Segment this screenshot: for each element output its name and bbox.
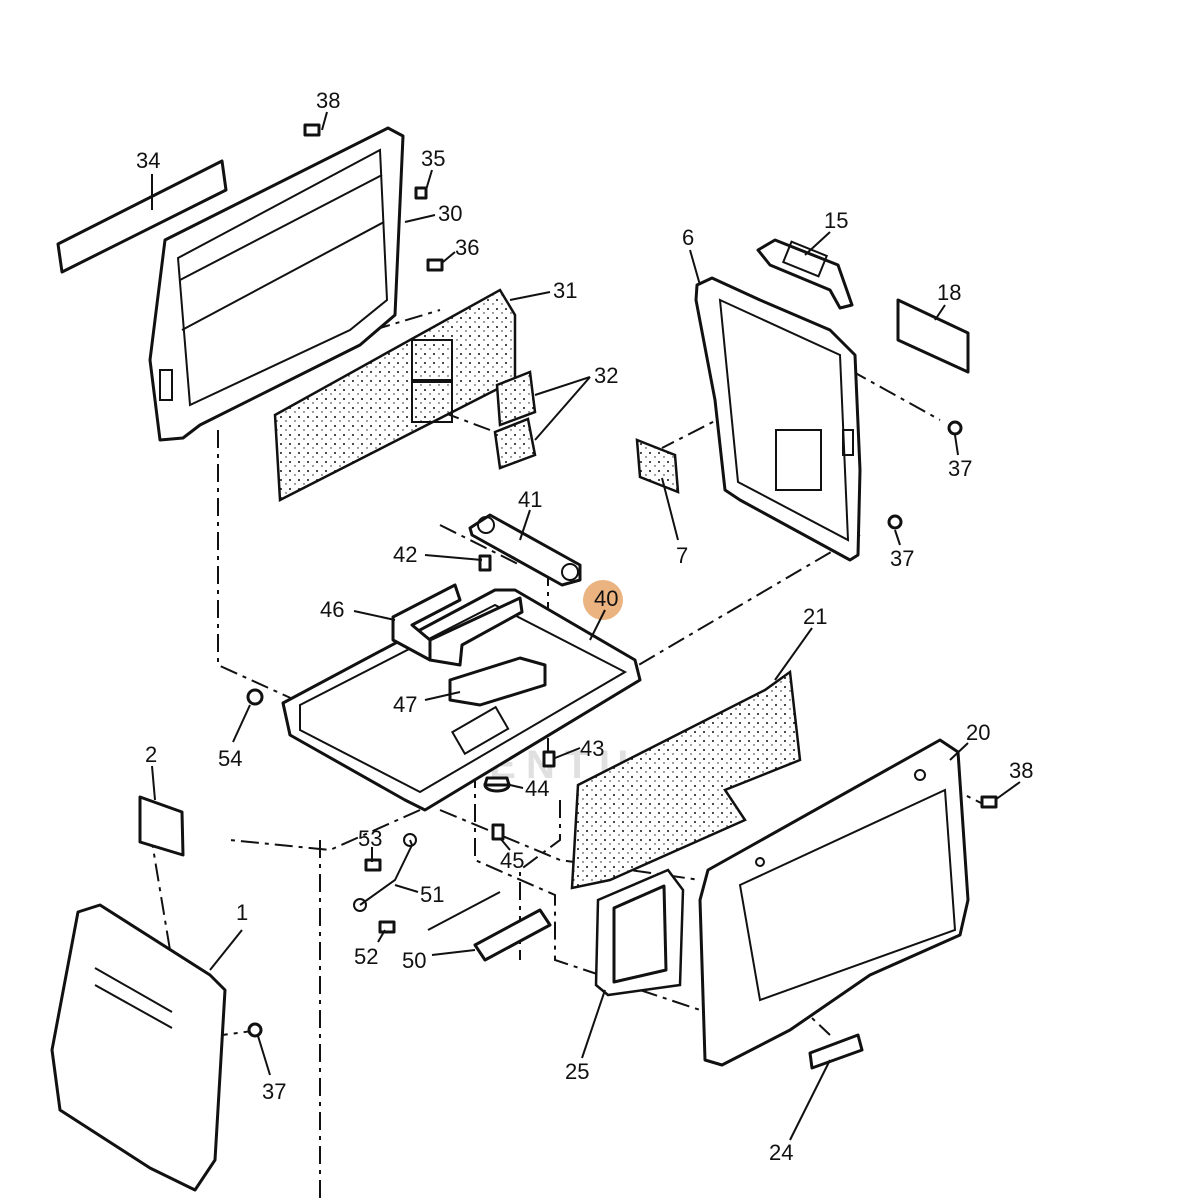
part-1-cover[interactable] xyxy=(50,903,227,1192)
part-31-insulation-panel[interactable] xyxy=(273,288,517,502)
part-37c-bolt[interactable] xyxy=(247,1022,263,1038)
part-51-ground-cable[interactable] xyxy=(353,833,417,912)
highlight-marker xyxy=(583,580,623,620)
part-42-bolt[interactable] xyxy=(478,554,492,572)
part-38b-bolt[interactable] xyxy=(980,795,998,809)
callout-42[interactable]: 42 xyxy=(393,542,417,567)
callout-34[interactable]: 34 xyxy=(136,148,160,173)
callout-37[interactable]: 37 xyxy=(890,546,914,571)
part-34-label[interactable] xyxy=(56,159,228,274)
part-52-bolt[interactable] xyxy=(378,920,396,934)
callout-30[interactable]: 30 xyxy=(438,201,462,226)
callout-47[interactable]: 47 xyxy=(393,692,417,717)
part-21-insulation-panel[interactable] xyxy=(570,669,802,890)
part-35-bolt[interactable] xyxy=(414,186,428,200)
callout-35[interactable]: 35 xyxy=(421,146,445,171)
part-25-gasket[interactable] xyxy=(594,868,685,997)
part-6-side-panel[interactable] xyxy=(694,276,862,562)
part-46-handle[interactable] xyxy=(391,583,524,667)
part-50-tool[interactable] xyxy=(427,891,552,962)
part-44-foot[interactable] xyxy=(483,776,511,793)
part-32-pads[interactable] xyxy=(493,370,537,470)
part-15-bracket[interactable] xyxy=(756,238,854,310)
callout-7[interactable]: 7 xyxy=(676,543,688,568)
callout-50[interactable]: 50 xyxy=(402,948,426,973)
callout-25[interactable]: 25 xyxy=(565,1059,589,1084)
part-37b-bolt[interactable] xyxy=(887,514,903,530)
callout-24[interactable]: 24 xyxy=(769,1140,793,1165)
callout-labels: 38 34 35 30 36 31 32 15 6 18 37 7 41 42 … xyxy=(136,88,1033,1165)
callout-6[interactable]: 6 xyxy=(682,225,694,250)
part-36-bolt[interactable] xyxy=(426,258,444,272)
part-38a-bolt[interactable] xyxy=(303,123,321,137)
callout-21[interactable]: 21 xyxy=(803,604,827,629)
callout-36[interactable]: 36 xyxy=(455,235,479,260)
callout-45[interactable]: 45 xyxy=(500,848,524,873)
part-54-nut[interactable] xyxy=(246,688,264,706)
callout-40[interactable]: 40 xyxy=(594,586,618,611)
callout-1[interactable]: 1 xyxy=(236,900,248,925)
callout-37[interactable]: 37 xyxy=(262,1079,286,1104)
leader-lines xyxy=(151,111,1021,1141)
callout-32[interactable]: 32 xyxy=(594,363,618,388)
part-43-screw[interactable] xyxy=(542,750,556,768)
callout-54[interactable]: 54 xyxy=(218,746,242,771)
callout-44[interactable]: 44 xyxy=(525,776,549,801)
callout-37[interactable]: 37 xyxy=(948,456,972,481)
callout-31[interactable]: 31 xyxy=(553,278,577,303)
callout-52[interactable]: 52 xyxy=(354,944,378,969)
part-30-rear-frame[interactable] xyxy=(148,126,405,442)
part-45-bolt[interactable] xyxy=(491,823,505,841)
callout-20[interactable]: 20 xyxy=(966,720,990,745)
callout-15[interactable]: 15 xyxy=(824,208,848,233)
callout-41[interactable]: 41 xyxy=(518,487,542,512)
callout-2[interactable]: 2 xyxy=(145,742,157,767)
callout-38[interactable]: 38 xyxy=(1009,758,1033,783)
part-37a-bolt[interactable] xyxy=(947,420,963,436)
part-24-label[interactable] xyxy=(808,1033,864,1070)
callout-38[interactable]: 38 xyxy=(316,88,340,113)
callout-53[interactable]: 53 xyxy=(358,826,382,851)
part-2-label[interactable] xyxy=(138,795,185,857)
callout-51[interactable]: 51 xyxy=(420,882,444,907)
part-7-pad[interactable] xyxy=(635,438,680,494)
callout-43[interactable]: 43 xyxy=(580,736,604,761)
callout-46[interactable]: 46 xyxy=(320,597,344,622)
part-47-handle[interactable] xyxy=(448,656,547,707)
part-20-front-cover[interactable] xyxy=(698,738,970,1067)
part-41-bracket[interactable] xyxy=(468,513,582,587)
part-18-label[interactable] xyxy=(896,298,970,374)
callout-18[interactable]: 18 xyxy=(937,280,961,305)
